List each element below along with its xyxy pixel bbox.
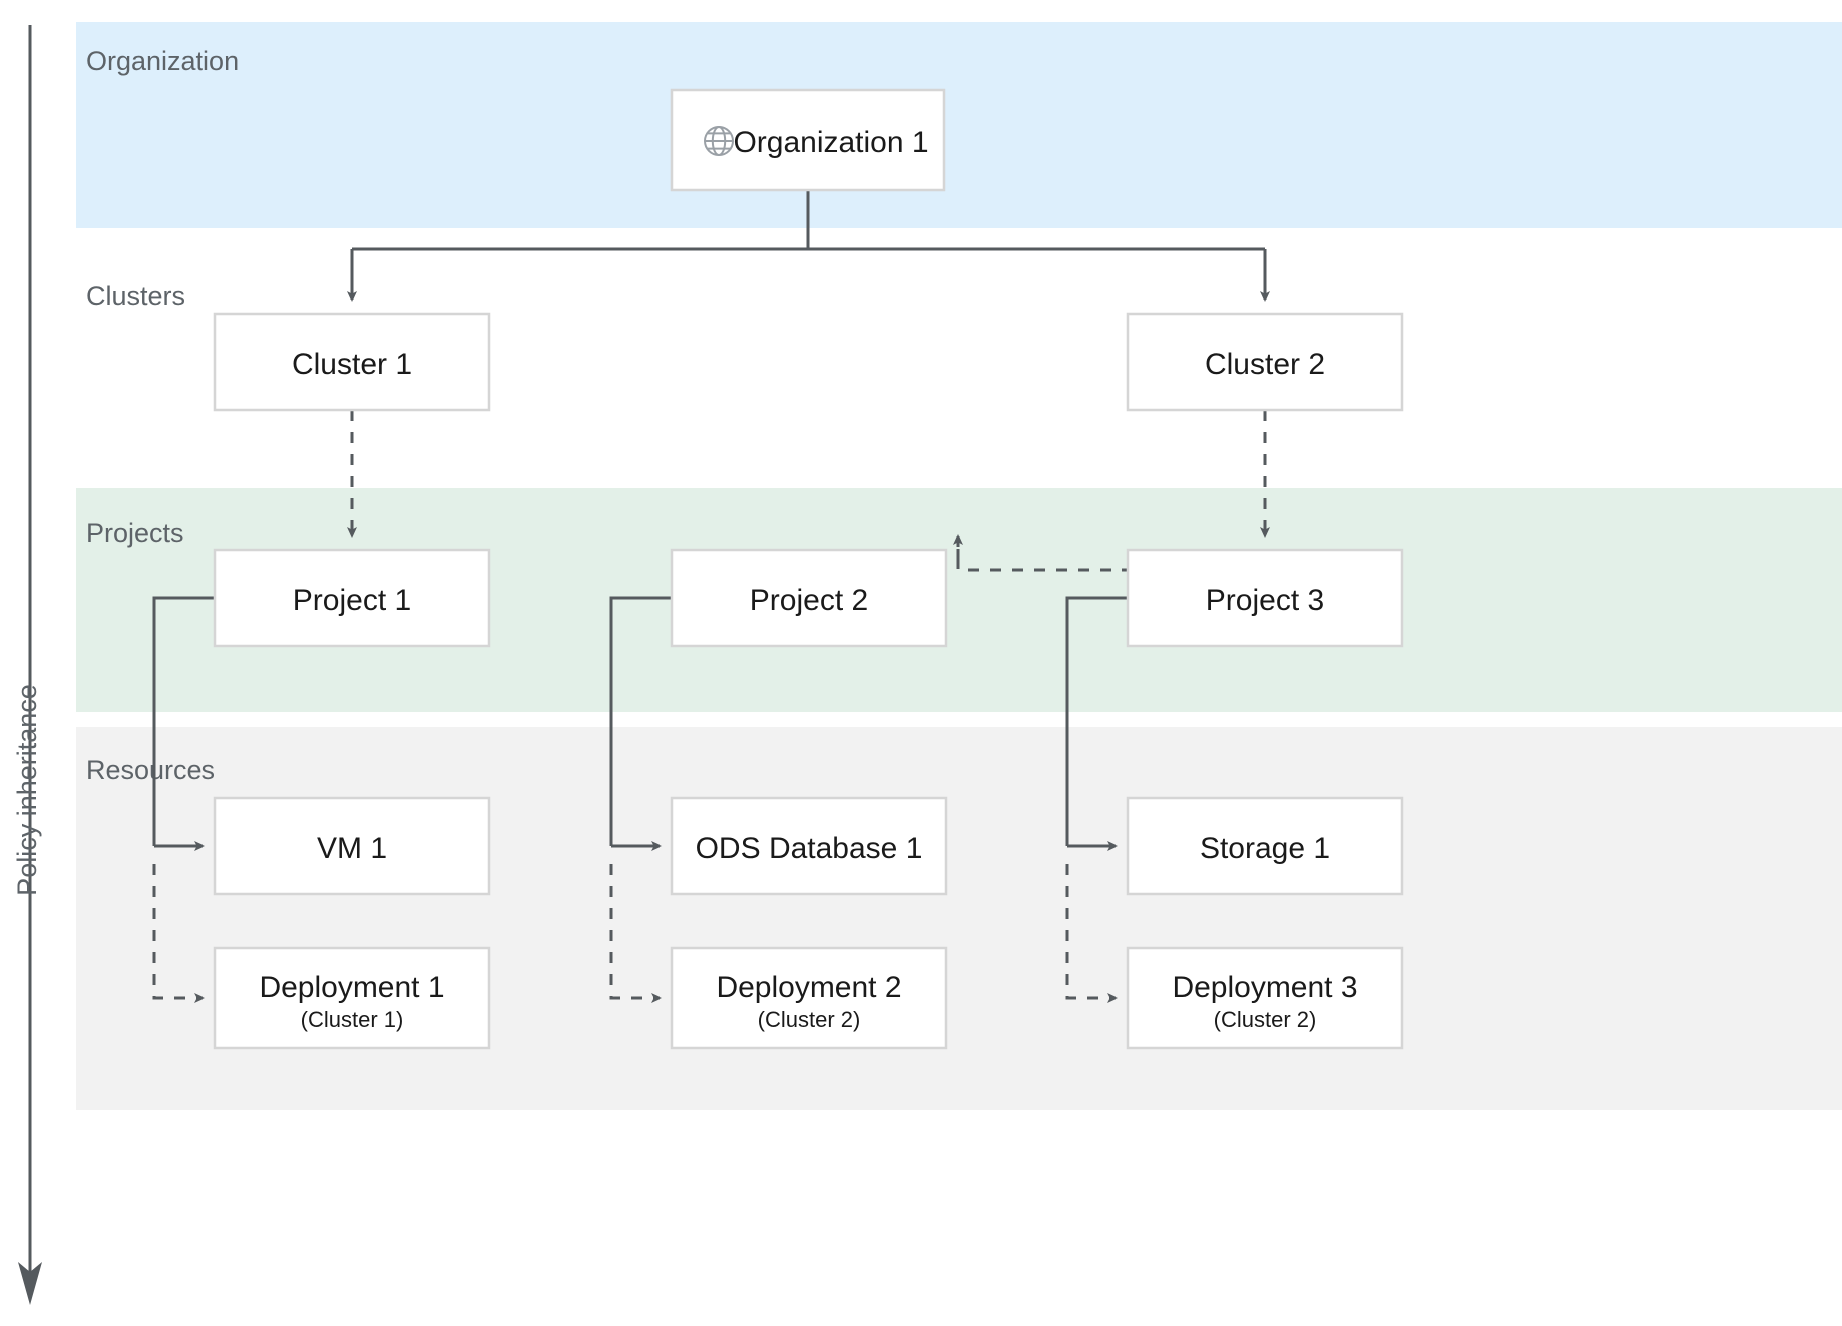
node-deployment-2-sublabel: (Cluster 2) (758, 1007, 861, 1032)
node-vm-1[interactable]: VM 1 (213, 796, 491, 896)
down-arrow-icon (18, 1262, 42, 1305)
node-organization[interactable]: Organization 1 (670, 88, 946, 192)
edge-project-3-to-deployment-3 (1065, 864, 1118, 1003)
edge-project-2-to-deployment-2 (609, 864, 662, 1003)
edge-project-1-to-deployment-1 (152, 864, 205, 1003)
node-vm-1-label: VM 1 (317, 832, 387, 865)
band-label-projects: Projects (86, 518, 184, 548)
node-project-1[interactable]: Project 1 (213, 548, 491, 648)
node-project-2[interactable]: Project 2 (670, 548, 948, 648)
edge-project-3-to-resources (1065, 596, 1128, 1003)
edge-project-2-to-resources (609, 596, 672, 1003)
edge-project-1-to-resources (152, 596, 215, 1003)
node-project-1-label: Project 1 (293, 584, 411, 617)
node-ods-database-1-label: ODS Database 1 (696, 832, 923, 865)
node-deployment-3-label: Deployment 3 (1172, 971, 1357, 1004)
policy-inheritance-axis: Policy inheritance (12, 25, 42, 1305)
node-organization-label: Organization 1 (733, 126, 928, 159)
node-deployment-1-label: Deployment 1 (259, 971, 444, 1004)
band-label-resources: Resources (86, 755, 215, 785)
band-organization (76, 22, 1842, 228)
node-cluster-1-label: Cluster 1 (292, 348, 412, 381)
node-deployment-3-sublabel: (Cluster 2) (1214, 1007, 1317, 1032)
node-deployment-1-sublabel: (Cluster 1) (301, 1007, 404, 1032)
band-label-organization: Organization (86, 46, 239, 76)
node-project-3[interactable]: Project 3 (1126, 548, 1404, 648)
node-project-2-label: Project 2 (750, 584, 868, 617)
node-ods-database-1[interactable]: ODS Database 1 (670, 796, 948, 896)
axis-label: Policy inheritance (12, 684, 42, 896)
node-deployment-2[interactable]: Deployment 2 (Cluster 2) (670, 946, 948, 1050)
node-cluster-2-label: Cluster 2 (1205, 348, 1325, 381)
edge-organization-to-clusters (347, 190, 1270, 302)
node-storage-1[interactable]: Storage 1 (1126, 796, 1404, 896)
node-storage-1-label: Storage 1 (1200, 832, 1330, 865)
node-deployment-2-label: Deployment 2 (716, 971, 901, 1004)
node-cluster-2[interactable]: Cluster 2 (1126, 312, 1404, 412)
node-deployment-3[interactable]: Deployment 3 (Cluster 2) (1126, 946, 1404, 1050)
globe-icon (704, 126, 734, 156)
band-label-clusters: Clusters (86, 281, 185, 311)
band-resources (76, 727, 1842, 1110)
node-project-3-label: Project 3 (1206, 584, 1324, 617)
node-deployment-1[interactable]: Deployment 1 (Cluster 1) (213, 946, 491, 1050)
node-cluster-1[interactable]: Cluster 1 (213, 312, 491, 412)
